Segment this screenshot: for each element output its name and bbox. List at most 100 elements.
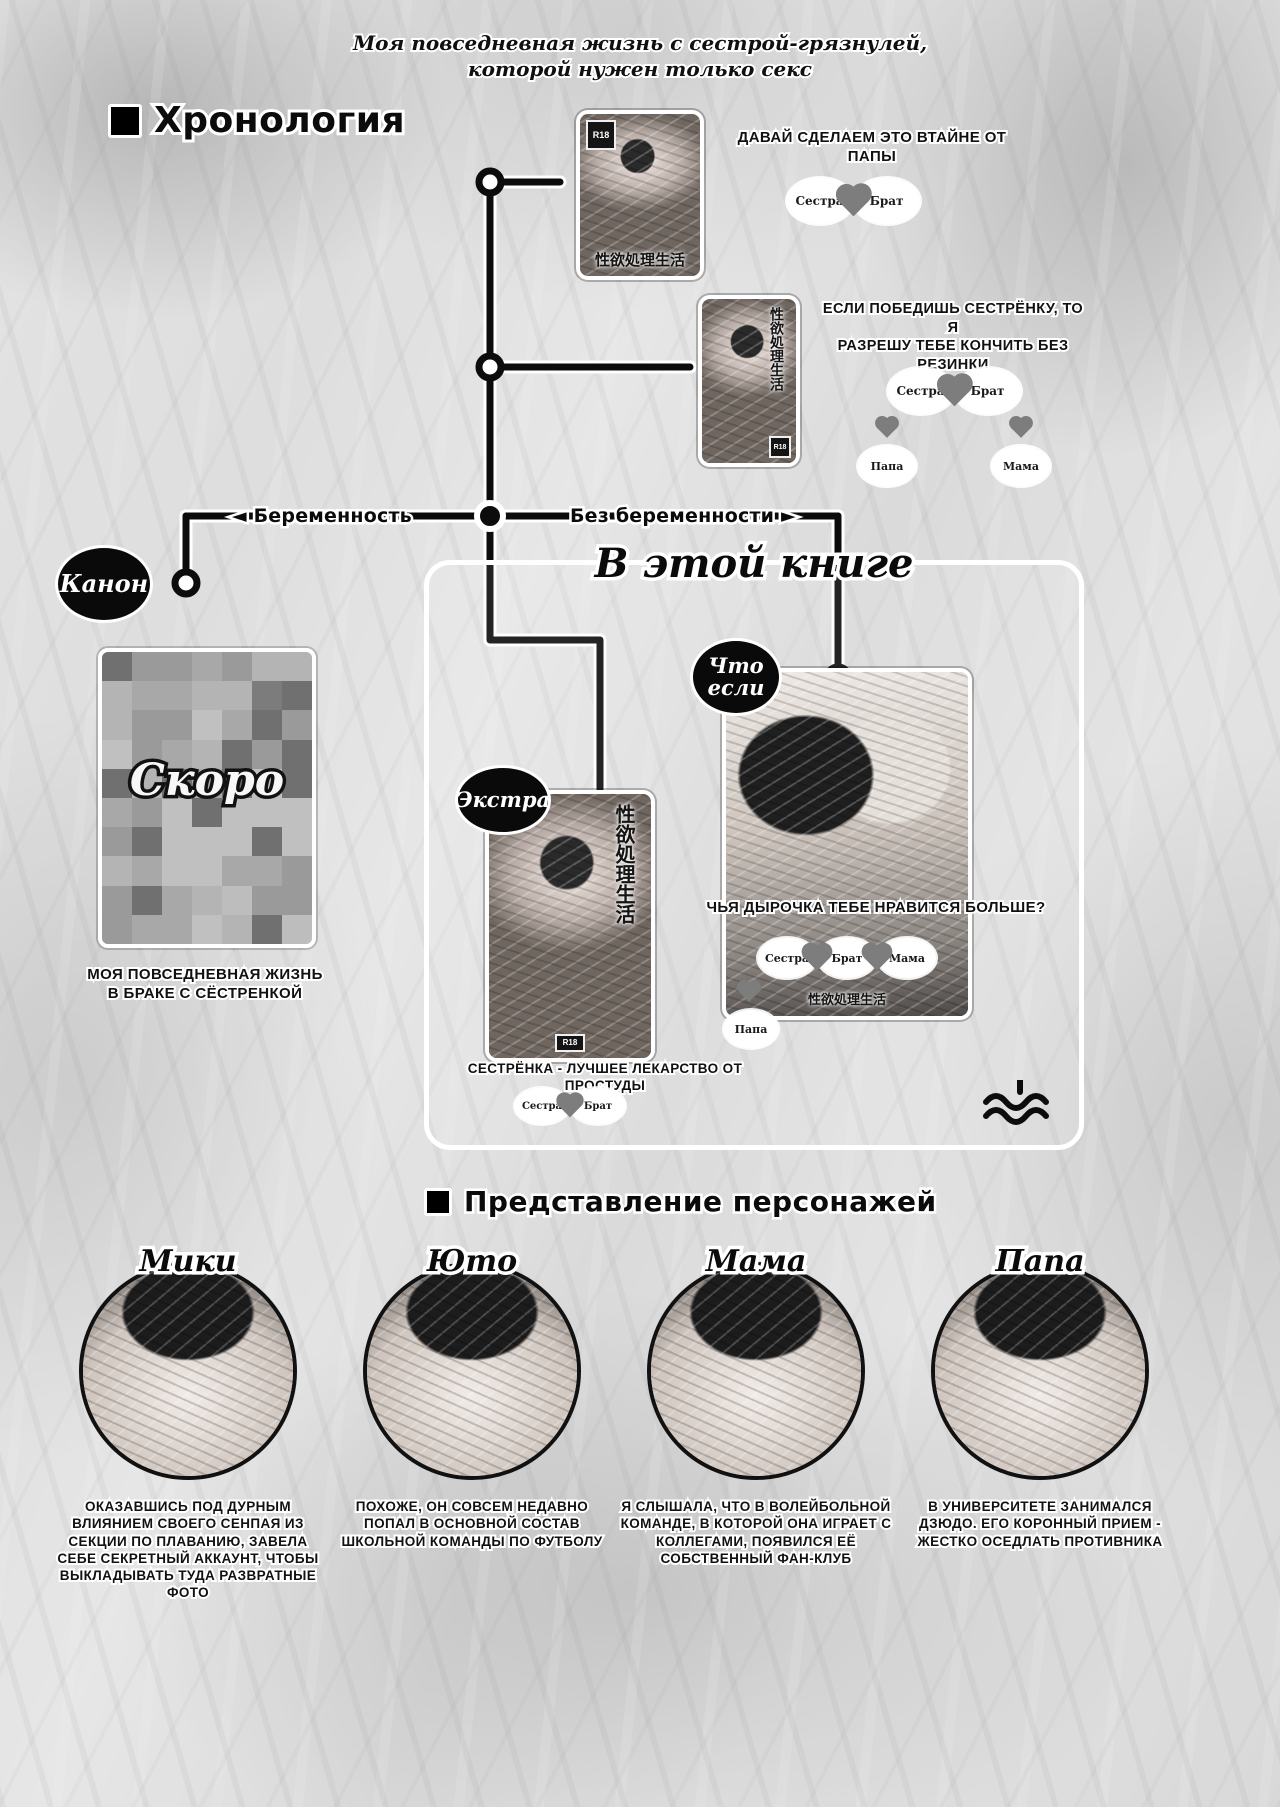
character-description: ОКАЗАВШИСЬ ПОД ДУРНЫМ ВЛИЯНИЕМ СВОЕГО СЕ… — [55, 1497, 320, 1602]
character-name: Мама — [702, 1241, 810, 1283]
mosaic-tile — [222, 914, 252, 944]
mosaic-tile — [192, 856, 222, 886]
mosaic-tile — [222, 681, 252, 711]
branch-label-no-pregnancy: Без беременности ► — [568, 503, 799, 530]
r18-badge-icon: R18 — [586, 120, 616, 150]
mosaic-tile — [192, 681, 222, 711]
mosaic-tile — [282, 856, 312, 886]
mosaic-tile — [252, 710, 282, 740]
mosaic-tile — [192, 739, 222, 769]
section-header-chronology: Хронология — [108, 97, 408, 144]
mosaic-tile — [252, 827, 282, 857]
mosaic-tile — [132, 827, 162, 857]
mosaic-tile — [282, 739, 312, 769]
mosaic-tile — [252, 739, 282, 769]
character-name: Юто — [423, 1241, 520, 1283]
relationship-node-dad: Папа — [858, 446, 916, 486]
mosaic-tile — [192, 885, 222, 915]
mosaic-tile — [282, 710, 312, 740]
character-grid: Мики ОКАЗАВШИСЬ ПОД ДУРНЫМ ВЛИЯНИЕМ СВОЕ… — [0, 1240, 1280, 1660]
mosaic-tile — [222, 798, 252, 828]
character-card-1[interactable]: Юто ПОХОЖЕ, ОН СОВСЕМ НЕДАВНО ПОПАЛ В ОС… — [332, 1241, 612, 1551]
mosaic-tile — [162, 739, 192, 769]
r18-badge-icon: R18 — [555, 1034, 585, 1052]
branch-label-pregnancy: ◄ Беременность — [230, 503, 415, 530]
mosaic-tile — [192, 914, 222, 944]
mosaic-tile — [102, 768, 132, 798]
avatar — [931, 1262, 1149, 1480]
cover-japanese-title: 性欲処理生活 — [807, 993, 886, 1008]
cover-thumbnail-entry-second[interactable]: R18 性欲処理生活 — [698, 295, 800, 467]
mosaic-tile — [282, 681, 312, 711]
mosaic-tile — [102, 798, 132, 828]
caption-upcoming: МОЯ ПОВСЕДНЕВНАЯ ЖИЗНЬ В БРАКЕ С СЁСТРЕН… — [85, 964, 324, 1004]
soon-label: Скоро — [126, 752, 287, 810]
character-card-0[interactable]: Мики ОКАЗАВШИСЬ ПОД ДУРНЫМ ВЛИЯНИЕМ СВОЕ… — [48, 1241, 328, 1603]
character-portrait — [651, 1266, 861, 1476]
cover-thumbnail-entry-top[interactable]: R18 性欲処理生活 — [576, 110, 704, 280]
character-description: Я СЛЫШАЛА, ЧТО В ВОЛЕЙБОЛЬНОЙ КОМАНДЕ, В… — [619, 1497, 893, 1568]
page-title: Моя повседневная жизнь с сестрой-грязнул… — [0, 29, 1280, 83]
relationship-row-children: Сестра Брат Мама — [758, 938, 936, 978]
badge-whatif: Что если — [690, 638, 782, 716]
in-this-book-title: В этой книге — [591, 537, 917, 591]
badge-extra: Экстра — [455, 765, 551, 835]
character-name: Папа — [992, 1241, 1088, 1283]
relationship-row: Сестра Брат — [786, 178, 920, 224]
section-title-chronology: Хронология — [151, 97, 408, 144]
caption-entry-second: ЕСЛИ ПОБЕДИШЬ СЕСТРЁНКУ, ТО Я РАЗРЕШУ ТЕ… — [821, 299, 1085, 375]
upcoming-cover-censored[interactable] — [98, 648, 316, 948]
mosaic-tile — [132, 798, 162, 828]
mosaic-tile — [222, 739, 252, 769]
cover-thumbnail-entry-extra[interactable]: R18 性欲処理生活 — [485, 790, 655, 1062]
relationship-row: Сестра Брат — [515, 1088, 625, 1124]
caption-entry-whatif: ЧЬЯ ДЫРОЧКА ТЕБЕ НРАВИТСЯ БОЛЬШЕ? — [704, 897, 1047, 918]
cover-japanese-title: 性欲処理生活 — [594, 251, 685, 269]
section-header-characters: Представление персонажей — [424, 1183, 939, 1221]
mosaic-tile — [192, 768, 222, 798]
character-portrait — [935, 1266, 1145, 1476]
character-description: ПОХОЖЕ, ОН СОВСЕМ НЕДАВНО ПОПАЛ В ОСНОВН… — [339, 1497, 604, 1551]
mosaic-tile — [222, 710, 252, 740]
mosaic-tile — [132, 710, 162, 740]
mosaic-tile — [282, 652, 312, 682]
heart-icon-small-left — [877, 418, 897, 438]
mosaic-tile — [132, 739, 162, 769]
relationship-row-parents: Папа Мама — [820, 446, 1088, 486]
caption-entry-top: ДАВАЙ СДЕЛАЕМ ЭТО ВТАЙНЕ ОТ ПАПЫ — [736, 127, 1008, 167]
mosaic-tile — [282, 798, 312, 828]
heart-icon-small-right — [1011, 418, 1031, 438]
mosaic-tile — [132, 885, 162, 915]
mosaic-tile — [162, 798, 192, 828]
mosaic-tile — [222, 856, 252, 886]
mosaic-tile — [252, 914, 282, 944]
mosaic-tile — [252, 856, 282, 886]
relationship-node-mom: Мама — [992, 446, 1050, 486]
character-name: Мики — [136, 1241, 240, 1283]
mosaic-tile — [192, 652, 222, 682]
mosaic-tile — [282, 914, 312, 944]
continuation-wave-icon — [983, 1080, 1049, 1125]
relationship-node-dad: Папа — [724, 1010, 778, 1048]
relationship-row-parents: Папа — [722, 1010, 972, 1048]
relationship-diagram-entry-whatif: Сестра Брат Мама Папа — [722, 938, 972, 1048]
mosaic-tile — [102, 681, 132, 711]
character-card-3[interactable]: Папа В УНИВЕРСИТЕТЕ ЗАНИМАЛСЯ ДЗЮДО. ЕГО… — [900, 1241, 1180, 1551]
cover-japanese-title: 性欲処理生活 — [612, 804, 636, 924]
r18-badge-icon: R18 — [769, 436, 791, 458]
mosaic-tile — [252, 885, 282, 915]
mosaic-tile — [162, 885, 192, 915]
character-card-2[interactable]: Мама Я СЛЫШАЛА, ЧТО В ВОЛЕЙБОЛЬНОЙ КОМАН… — [616, 1241, 896, 1568]
mosaic-tile — [192, 798, 222, 828]
mosaic-tile — [132, 652, 162, 682]
mosaic-tile — [102, 914, 132, 944]
mosaic-tile — [162, 681, 192, 711]
mosaic-tile — [162, 856, 192, 886]
mosaic-tile — [222, 885, 252, 915]
mosaic-tile — [222, 652, 252, 682]
mosaic-tile — [132, 856, 162, 886]
relationship-diagram-entry-top: Сестра Брат — [738, 178, 968, 224]
mosaic-tile — [192, 710, 222, 740]
